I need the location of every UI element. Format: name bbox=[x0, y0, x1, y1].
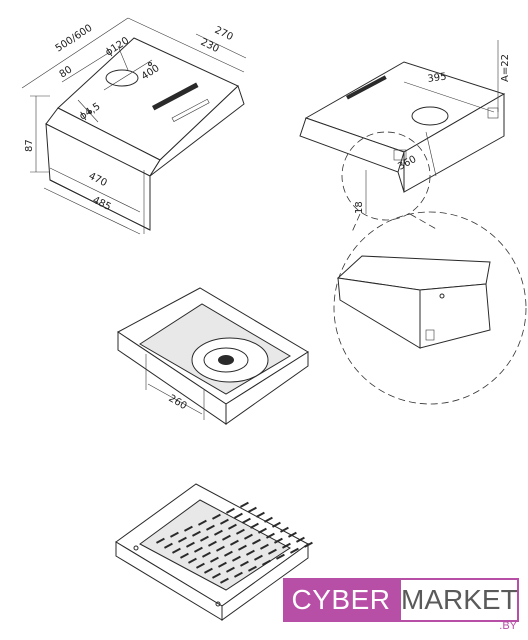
filter-slot bbox=[164, 542, 173, 549]
filter-slot bbox=[226, 566, 235, 573]
filter-slot bbox=[304, 541, 313, 548]
filter-slot bbox=[196, 562, 205, 569]
filter-slot bbox=[210, 556, 219, 563]
logo-left-text: CYBER bbox=[283, 578, 399, 622]
filter-slot bbox=[172, 547, 181, 554]
detail-magnified bbox=[333, 211, 527, 405]
filter-slot bbox=[198, 519, 207, 526]
filter-slot bbox=[288, 531, 297, 538]
logo-right-text: MARKET bbox=[399, 578, 519, 622]
filter-slot bbox=[240, 501, 249, 508]
filter-slot bbox=[216, 545, 225, 552]
logo-suffix: .BY bbox=[499, 620, 517, 632]
dim-80: 80 bbox=[58, 64, 75, 80]
dim-395: 395 bbox=[427, 71, 447, 85]
filter-slot bbox=[258, 527, 267, 534]
view-dimensioned-hood: 500/600 270 230 ϕ120 80 400 ϕ4,5 87 470 … bbox=[21, 17, 247, 235]
filter-slot bbox=[232, 555, 241, 562]
filter-slot bbox=[249, 522, 259, 529]
filter-slot bbox=[208, 540, 217, 547]
filter-slot bbox=[234, 512, 243, 519]
filter-slot bbox=[179, 552, 189, 559]
filter-slot bbox=[188, 557, 197, 564]
filter-slot bbox=[276, 553, 285, 560]
dim-18: 18 bbox=[354, 201, 365, 214]
filter-slot bbox=[213, 529, 223, 536]
filter-slot bbox=[254, 554, 263, 561]
filter-slot bbox=[256, 511, 265, 518]
filter-slot bbox=[243, 533, 253, 540]
filter-slot bbox=[194, 546, 203, 553]
filter-slot bbox=[185, 541, 195, 548]
view-filter bbox=[115, 483, 313, 621]
dim-87: 87 bbox=[24, 139, 35, 152]
filter-slot bbox=[252, 538, 261, 545]
filter-slot bbox=[226, 507, 235, 514]
filter-slot bbox=[170, 531, 179, 538]
filter-slot bbox=[268, 548, 277, 555]
filter-slot bbox=[262, 559, 271, 566]
filter-slot bbox=[156, 537, 165, 544]
cybermarket-logo: CYBER MARKET .BY bbox=[283, 578, 519, 632]
filter-slot bbox=[264, 516, 273, 523]
filter-slot bbox=[238, 544, 247, 551]
filter-slot bbox=[280, 526, 289, 533]
filter-slot bbox=[273, 537, 283, 544]
filter-slot bbox=[247, 565, 257, 572]
filter-slot bbox=[260, 543, 269, 550]
filter-slot bbox=[290, 547, 299, 554]
filter-slot bbox=[220, 518, 229, 525]
filter-slot bbox=[282, 542, 291, 549]
filter-slot bbox=[228, 523, 237, 530]
filter-slot bbox=[296, 536, 305, 543]
filter-slot bbox=[242, 517, 251, 524]
filter-slot bbox=[246, 549, 255, 556]
filter-slot bbox=[239, 560, 249, 567]
filter-slot bbox=[206, 524, 215, 531]
dim-a-22: A=22 bbox=[500, 54, 511, 82]
filter-slot bbox=[192, 530, 201, 537]
filter-slot bbox=[248, 506, 257, 513]
filter-slot bbox=[178, 536, 187, 543]
filter-slot bbox=[202, 551, 211, 558]
filter-slot bbox=[204, 567, 213, 574]
view-underside-fan: 260 bbox=[117, 287, 309, 425]
filter-slot bbox=[200, 535, 209, 542]
filter-slot bbox=[230, 539, 239, 546]
filter-slot bbox=[234, 571, 243, 578]
filter-slot bbox=[222, 534, 231, 541]
dim-270: 270 bbox=[213, 25, 235, 43]
view-rear-hood: 395 A=22 360 18 bbox=[299, 40, 511, 221]
filter-slot bbox=[211, 572, 221, 579]
filter-slot bbox=[272, 521, 281, 528]
filter-slot bbox=[220, 577, 229, 584]
filter-slot bbox=[212, 513, 221, 520]
filter-slot bbox=[224, 550, 233, 557]
filter-slot bbox=[183, 525, 193, 532]
filter-slot bbox=[266, 532, 275, 539]
filter-slot bbox=[217, 561, 227, 568]
dim-500-600: 500/600 bbox=[54, 23, 95, 55]
filter-slot bbox=[236, 528, 245, 535]
